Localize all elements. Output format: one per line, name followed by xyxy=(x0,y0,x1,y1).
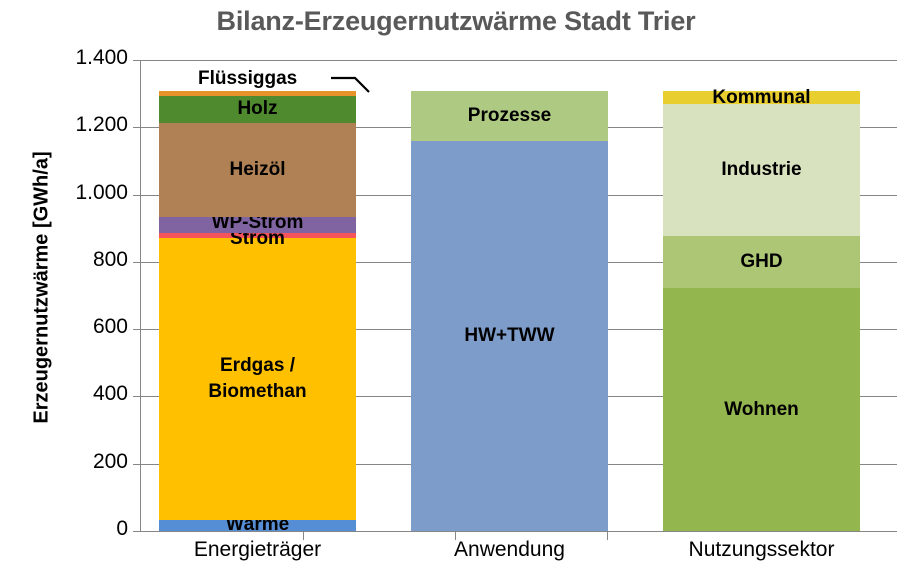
bar-segment-holz[interactable]: Holz xyxy=(159,95,356,123)
bar-segment-label: Erdgas /Biomethan xyxy=(208,355,307,402)
bar-segment-wohnen[interactable]: Wohnen xyxy=(663,287,860,531)
chart-title: Bilanz-Erzeugernutzwärme Stadt Trier xyxy=(216,6,696,36)
bar-segment-ghd[interactable]: GHD xyxy=(663,235,860,288)
x-axis-line xyxy=(140,531,897,532)
y-tick-label: 800 xyxy=(92,248,128,271)
x-tickmark xyxy=(455,531,456,540)
x-tickmark xyxy=(607,531,608,540)
y-tickmark xyxy=(133,396,141,397)
y-tick-label: 1.400 xyxy=(75,46,128,69)
y-tick-label: 200 xyxy=(92,450,128,473)
bar-segment-hw-tww[interactable]: HW+TWW xyxy=(411,140,608,531)
bar-nutzungssektor[interactable]: Wohnen GHD Industrie Kommunal xyxy=(663,86,860,531)
bar-segment-label: HW+TWW xyxy=(464,325,555,347)
bar-segment-label: Holz xyxy=(237,98,278,120)
bar-segment-w-rme[interactable]: Wärme xyxy=(159,515,356,534)
bar-segment-label: Industrie xyxy=(721,159,802,181)
bar-segment-fl-ssiggas[interactable] xyxy=(159,90,356,96)
bar-segment-label: Kommunal xyxy=(712,86,811,108)
y-tick-label: 0 xyxy=(116,517,128,540)
bar-segment-strom[interactable]: Strom xyxy=(159,229,356,248)
y-tickmark xyxy=(133,127,141,128)
gridline xyxy=(140,60,897,61)
bar-segment-erdgas-biomethan[interactable]: Erdgas /Biomethan xyxy=(159,237,356,520)
y-tick-label: 400 xyxy=(92,382,128,405)
y-tickmark xyxy=(133,262,141,263)
bar-segment-kommunal[interactable]: Kommunal xyxy=(663,86,860,108)
x-tick-label-nutzungssektor: Nutzungssektor xyxy=(688,538,835,561)
bar-segment-heiz-l[interactable]: Heizöl xyxy=(159,122,356,218)
bar-segment-industrie[interactable]: Industrie xyxy=(663,104,860,236)
y-tickmark xyxy=(133,329,141,330)
bar-segment-prozesse[interactable]: Prozesse xyxy=(411,90,608,141)
bar-segment-wp-strom[interactable]: WP-Strom xyxy=(159,213,356,234)
bar-segment-label: GHD xyxy=(740,251,783,273)
y-tick-label: 1.000 xyxy=(75,181,128,204)
y-tick-label: 600 xyxy=(92,315,128,338)
y-tickmark xyxy=(133,531,141,532)
y-tickmark xyxy=(133,195,141,196)
y-axis-line xyxy=(140,60,141,532)
bar-segment-label: Heizöl xyxy=(229,159,286,181)
bar-segment-label: Wohnen xyxy=(724,398,799,420)
x-tickmark xyxy=(303,531,304,540)
bar-segment-label: Prozesse xyxy=(467,105,552,127)
y-tickmark xyxy=(133,464,141,465)
bar-anwendung[interactable]: HW+TWW Prozesse xyxy=(411,90,608,531)
y-tick-label: 1.200 xyxy=(75,113,128,136)
callout-label-fluessiggas: Flüssiggas xyxy=(198,68,298,89)
x-tick-label-energieträger: Energieträger xyxy=(193,538,322,561)
x-tick-label-anwendung: Anwendung xyxy=(454,538,565,561)
y-tickmark xyxy=(133,60,141,61)
y-axis-ticks: 1.400 1.200 1.000 800 600 400 200 0 xyxy=(0,0,141,580)
